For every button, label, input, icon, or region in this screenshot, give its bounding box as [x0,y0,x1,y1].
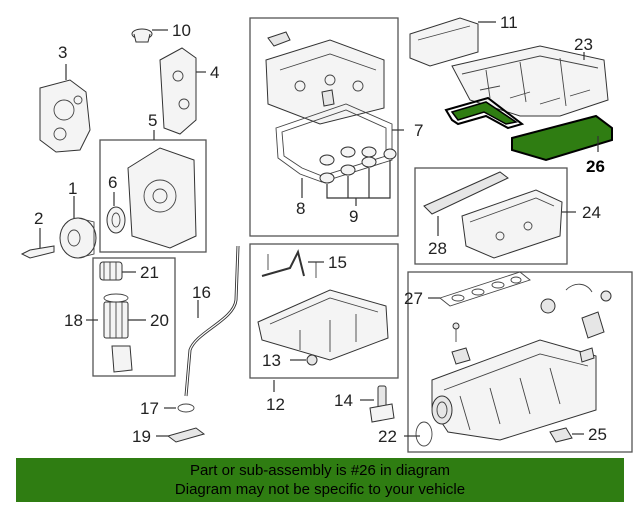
part-12-oil-pan [257,289,389,361]
callout-26: 26 [586,157,605,176]
callout-14: 14 [334,391,353,410]
part-9-seals [319,146,397,184]
callout-27: 27 [404,289,423,308]
valve-cover-box [249,17,399,237]
part-19-clip [166,427,206,443]
part-14-sensor [369,385,395,423]
callout-15: 15 [328,253,347,272]
oil-pan-box [249,243,399,379]
callout-3: 3 [58,43,67,62]
callout-5: 5 [148,111,157,130]
parts-diagram: 3 10 4 5 6 1 2 [20,13,633,453]
part-17-oring [177,403,195,413]
part-8-valve-cover-gasket [275,103,393,183]
part-7-valve-cover [265,31,385,125]
part-21-filter-cap [99,261,123,281]
part-13-drain-plug [306,354,318,366]
part-22-intake-manifold [415,339,597,447]
callout-6: 6 [108,173,117,192]
part-25-gasket [549,427,573,443]
callout-18: 18 [64,311,83,330]
valley-cover-box [414,167,568,265]
part-3-cover [39,79,91,153]
callout-28: 28 [428,239,447,258]
part-16-dipstick-tube [184,245,240,397]
oil-filter-box [92,257,176,377]
callout-11: 11 [500,13,518,32]
part-10-cap [131,28,153,43]
part-20-oil-filter [103,293,129,339]
part-5-timing-cover [127,147,197,249]
callout-22: 22 [378,427,397,446]
info-banner-line-1: Part or sub-assembly is #26 in diagram [189,462,451,479]
part-27-gasket [439,271,531,307]
part-28-gasket [423,171,509,215]
part-15-oil-pickup [261,249,317,278]
callout-23: 23 [574,35,593,54]
info-banner-line-2: Diagram may not be specific to your vehi… [174,481,466,498]
part-18-housing [111,345,133,373]
callout-21: 21 [140,263,159,282]
callout-13: 13 [262,351,281,370]
part-2-bolt [20,245,55,259]
timing-cover-box [99,139,207,253]
part-1-pulley [59,217,97,259]
callout-4: 4 [210,63,219,82]
part-26-gasket [444,96,613,162]
callout-19: 19 [132,427,151,446]
info-banner: Part or sub-assembly is #26 in diagram D… [16,458,624,502]
part-11-cover [409,17,479,67]
part-4-cover [159,47,197,135]
callout-8: 8 [296,199,305,218]
part-6-seal [106,206,126,234]
intake-sensors [451,283,612,365]
callout-2: 2 [34,209,43,228]
callout-9: 9 [349,207,358,226]
callout-17: 17 [140,399,159,418]
callout-24: 24 [582,203,601,222]
callout-10: 10 [172,21,191,40]
callout-1: 1 [68,179,77,198]
part-23-manifold-cover [451,45,609,117]
callout-12: 12 [266,395,285,414]
callout-25: 25 [588,425,607,444]
part-24-valley-cover [461,189,563,259]
callout-7: 7 [414,121,423,140]
callout-16: 16 [192,283,211,302]
callout-20: 20 [150,311,169,330]
